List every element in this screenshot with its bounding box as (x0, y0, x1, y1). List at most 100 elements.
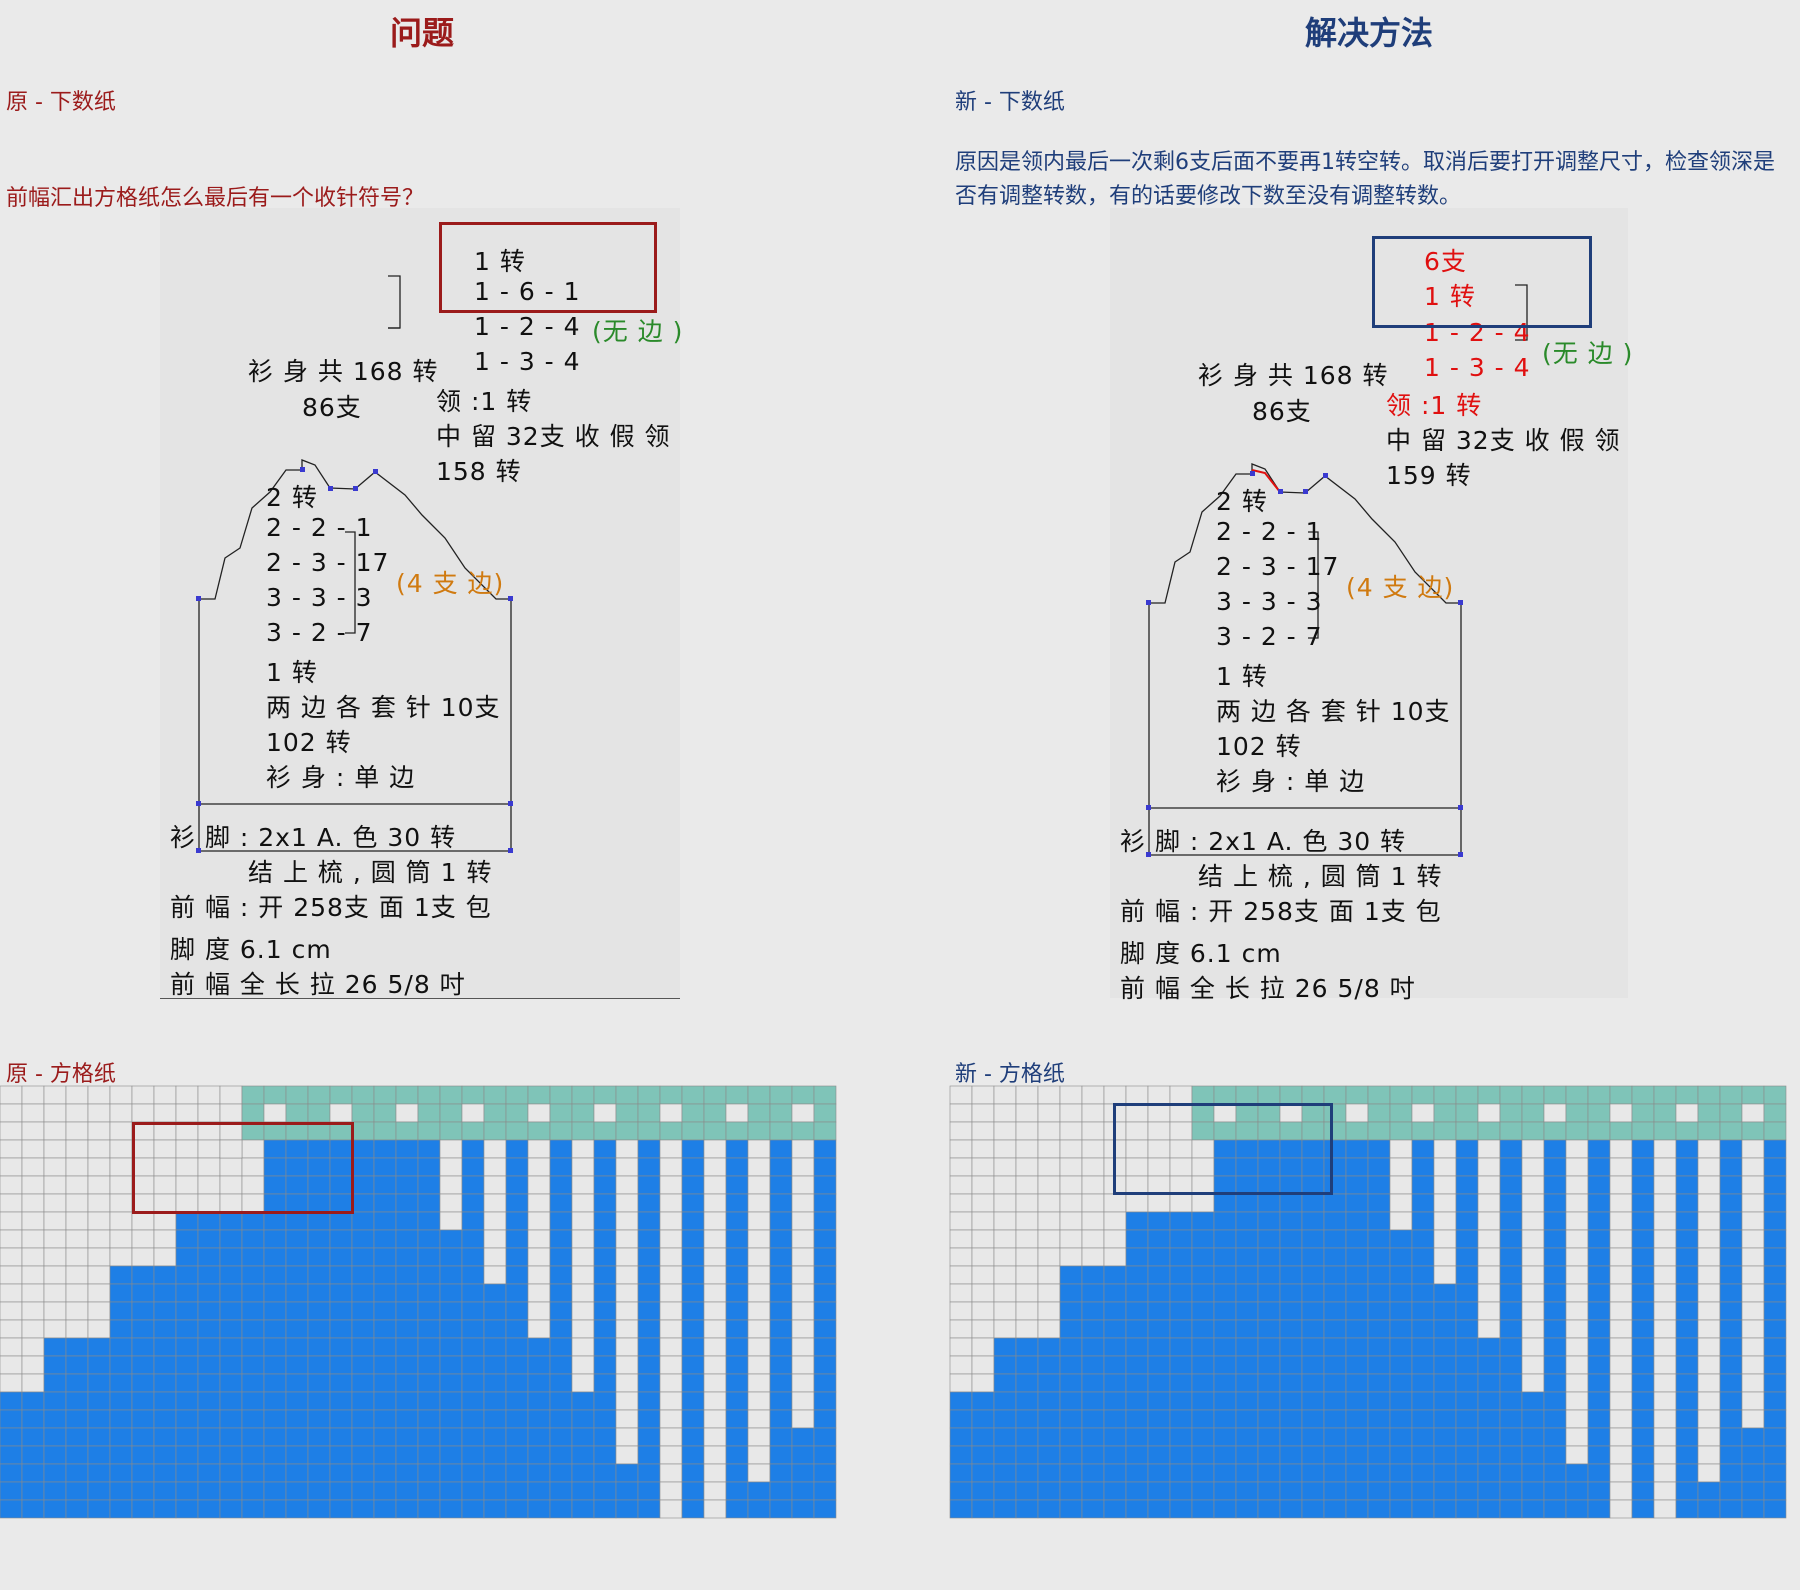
grid-cell (593, 1481, 617, 1501)
grid-cell (1477, 1481, 1501, 1501)
grid-cell (1147, 1247, 1171, 1267)
grid-cell (1675, 1301, 1699, 1321)
grid-cell (637, 1499, 661, 1519)
grid-cell (373, 1103, 397, 1123)
grid-cell (615, 1085, 639, 1105)
grid-cell (197, 1247, 221, 1267)
grid-cell (949, 1121, 973, 1141)
grid-cell (483, 1211, 507, 1231)
grid-cell (1763, 1319, 1787, 1339)
grid-cell (1565, 1283, 1589, 1303)
grid-cell (1521, 1373, 1545, 1393)
grid-cell (769, 1157, 793, 1177)
grid-cell (1433, 1427, 1457, 1447)
grid-cell (1015, 1409, 1039, 1429)
grid-cell (263, 1391, 287, 1411)
grid-cell (1323, 1463, 1347, 1483)
grid-cell (549, 1337, 573, 1357)
grid-cell (971, 1193, 995, 1213)
grid-cell (949, 1463, 973, 1483)
grid-cell (373, 1301, 397, 1321)
grid-cell (571, 1139, 595, 1159)
grid-cell (615, 1391, 639, 1411)
grid-cell (1741, 1175, 1765, 1195)
grid-cell (1037, 1157, 1061, 1177)
grid-cell (993, 1085, 1017, 1105)
grid-cell (0, 1409, 23, 1429)
grid-cell (1697, 1391, 1721, 1411)
grid-cell (1741, 1247, 1765, 1267)
grid-cell (241, 1211, 265, 1231)
grid-cell (109, 1247, 133, 1267)
grid-cell (351, 1409, 375, 1429)
grid-cell (1741, 1157, 1765, 1177)
grid-cell (1433, 1085, 1457, 1105)
grid-cell (263, 1409, 287, 1429)
grid-cell (1565, 1157, 1589, 1177)
grid-cell (659, 1247, 683, 1267)
grid-cell (1719, 1499, 1743, 1519)
grid-cell (1565, 1175, 1589, 1195)
grid-cell (571, 1121, 595, 1141)
grid-cell (1521, 1481, 1545, 1501)
grid-cell (461, 1319, 485, 1339)
grid-cell (1103, 1319, 1127, 1339)
grid-cell (527, 1427, 551, 1447)
grid-cell (395, 1265, 419, 1285)
grid-cell (1719, 1409, 1743, 1429)
grid-cell (1609, 1211, 1633, 1231)
grid-cell (1279, 1373, 1303, 1393)
grid-cell (1235, 1211, 1259, 1231)
grid-cell (1455, 1481, 1479, 1501)
grid-cell (219, 1481, 243, 1501)
grid-cell (1147, 1319, 1171, 1339)
grid-cell (769, 1463, 793, 1483)
grid-cell (1301, 1211, 1325, 1231)
grid-cell (1279, 1463, 1303, 1483)
grid-cell (993, 1265, 1017, 1285)
grid-cell (1499, 1481, 1523, 1501)
grid-cell (1015, 1085, 1039, 1105)
grid-cell (1455, 1157, 1479, 1177)
grid-cell (1037, 1319, 1061, 1339)
grid-cell (1323, 1247, 1347, 1267)
grid-cell (1191, 1229, 1215, 1249)
grid-cell (1169, 1481, 1193, 1501)
grid-cell (197, 1391, 221, 1411)
grid-cell (1345, 1157, 1369, 1177)
grid-cell (549, 1499, 573, 1519)
grid-cell (1521, 1355, 1545, 1375)
grid-cell (1675, 1481, 1699, 1501)
grid-cell (1257, 1319, 1281, 1339)
grid-cell (571, 1301, 595, 1321)
grid-cell (1037, 1481, 1061, 1501)
grid-cell (1763, 1337, 1787, 1357)
grid-cell (1015, 1283, 1039, 1303)
grid-cell (1411, 1373, 1435, 1393)
left-shoulder-3: 2 - 3 - 17 (266, 548, 390, 577)
grid-cell (1763, 1283, 1787, 1303)
grid-cell (1587, 1391, 1611, 1411)
grid-cell (1565, 1139, 1589, 1159)
grid-cell (21, 1229, 45, 1249)
grid-cell (1697, 1355, 1721, 1375)
right-no-edge: (无 边 ) (1542, 339, 1634, 368)
grid-cell (1587, 1229, 1611, 1249)
grid-cell (949, 1175, 973, 1195)
grid-cell (1631, 1085, 1655, 1105)
grid-cell (1609, 1499, 1633, 1519)
grid-cell (1279, 1319, 1303, 1339)
grid-cell (1279, 1301, 1303, 1321)
left-top-line-2: 1 - 6 - 1 (474, 277, 581, 306)
grid-cell (791, 1301, 815, 1321)
grid-cell (747, 1193, 771, 1213)
grid-cell (725, 1355, 749, 1375)
grid-cell (219, 1409, 243, 1429)
grid-cell (949, 1337, 973, 1357)
grid-cell (615, 1337, 639, 1357)
grid-cell (1587, 1481, 1611, 1501)
grid-cell (527, 1409, 551, 1429)
grid-cell (1323, 1319, 1347, 1339)
grid-cell (1521, 1319, 1545, 1339)
grid-cell (1301, 1463, 1325, 1483)
